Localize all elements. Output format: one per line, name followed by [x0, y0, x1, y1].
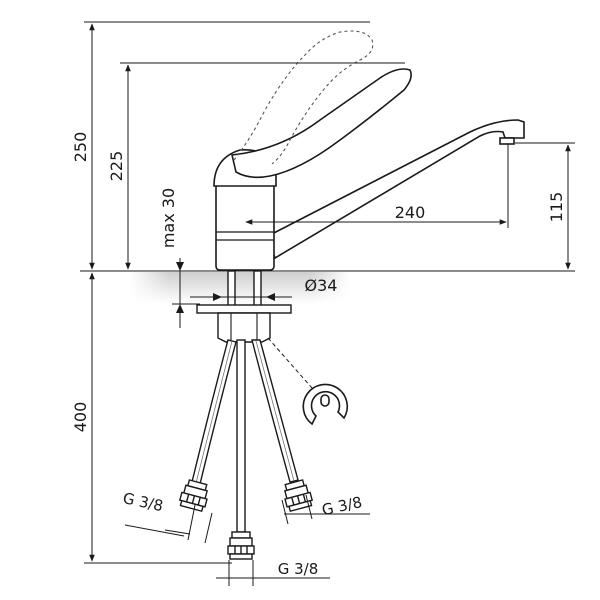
fitting-center [227, 531, 255, 560]
retaining-clip-icon [302, 383, 349, 426]
hose-right [251, 339, 314, 513]
countertop [80, 270, 575, 304]
spout-nozzle [499, 137, 515, 145]
lever-handle [231, 68, 412, 179]
dim-115-label: 115 [547, 192, 566, 223]
g38-right-label: G 3/8 [320, 493, 363, 519]
mounting-plate [196, 304, 292, 314]
g38-center-label: G 3/8 [278, 560, 319, 578]
hose-center [227, 339, 255, 560]
mounting-assembly [196, 270, 292, 343]
hose-left [178, 339, 237, 513]
fitting-right [283, 479, 314, 513]
clip-leader-line [267, 337, 313, 389]
g38-left-leader [124, 524, 185, 537]
fitting-left [178, 479, 209, 513]
mounting-nut [217, 312, 271, 343]
dim-240-label: 240 [395, 203, 426, 222]
dim-400-label: 400 [71, 402, 90, 433]
dim-250-label: 250 [71, 132, 90, 163]
faucet-body [213, 68, 525, 271]
lever-ghost [233, 30, 374, 165]
g38-left-label: G 3/8 [121, 489, 164, 515]
dim-225-label: 225 [107, 151, 126, 182]
dim-max30-label: max 30 [159, 188, 178, 248]
dimension-lines [84, 21, 575, 586]
body-cylinder [215, 184, 275, 271]
dim-d34-label: Ø34 [305, 276, 338, 295]
